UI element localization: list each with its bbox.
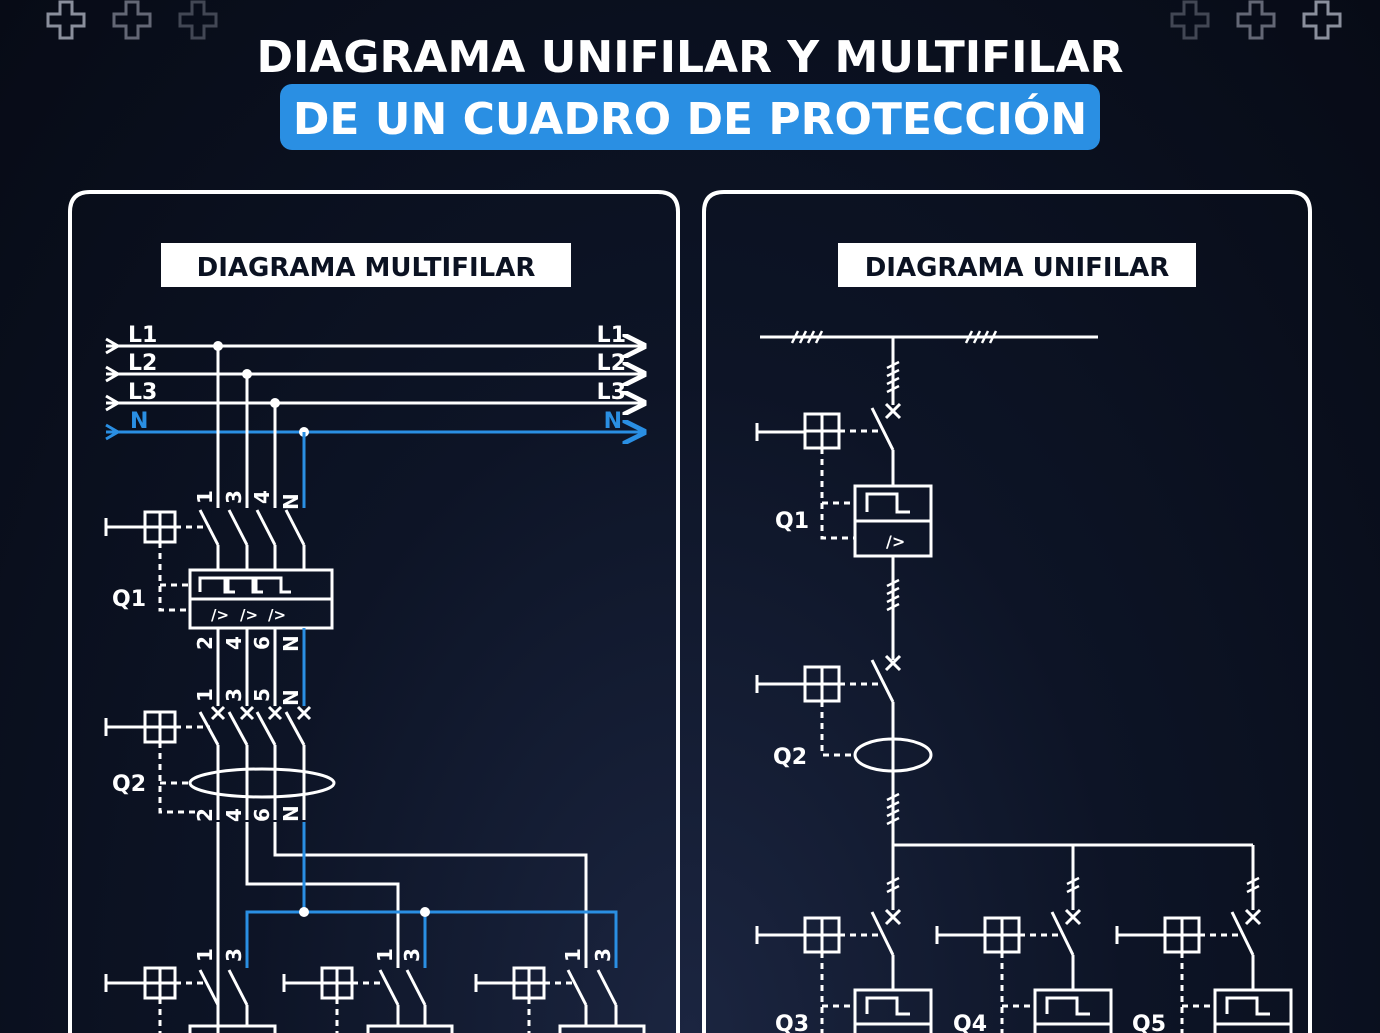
q1-bottom-terminals: 2 4 6 N	[193, 635, 303, 652]
plus-cross-decoration-left	[46, 0, 218, 40]
multifilar-title: DIAGRAMA MULTIFILAR	[197, 253, 536, 283]
q2-label: Q2	[112, 772, 146, 797]
bus-label-l2: L2	[128, 351, 157, 376]
bus-label-l3: L3	[128, 380, 157, 405]
q2-switch-blades	[198, 705, 312, 820]
bus-labels-right: L1 L2 L3 N	[597, 323, 626, 434]
q2-toroid	[188, 767, 336, 799]
q1-bottom-terminal: 2	[193, 636, 217, 650]
u-q4-label: Q4	[953, 1012, 987, 1033]
q1-bottom-terminal: 6	[250, 636, 274, 650]
svg-text:/>: />	[886, 532, 905, 551]
svg-text:1: 1	[373, 948, 397, 962]
u-q3-label: Q3	[775, 1012, 809, 1033]
plus-cross-decoration-right	[1170, 0, 1342, 40]
unifilar-title-box	[838, 243, 1196, 287]
q1-bottom-terminal: 4	[222, 636, 246, 650]
u-q4: Q4	[935, 908, 1113, 1033]
q2-top-terminal: N	[279, 689, 303, 706]
bus-label-l1: L1	[128, 323, 157, 348]
branch-breaker-2: 1 3	[282, 948, 454, 1033]
multifilar-panel	[68, 190, 680, 1033]
svg-text:/>: />	[211, 606, 229, 624]
plus-cross-decoration-icon	[112, 0, 152, 40]
bus-lines	[105, 339, 644, 439]
u-q5-label: Q5	[1132, 1012, 1166, 1033]
q2-bottom-terminal: 2	[193, 808, 217, 822]
q2-bottom-terminals: 2 4 6 N	[193, 805, 303, 822]
unifilar-panel	[702, 190, 1312, 1033]
u-q3: Q3	[755, 908, 933, 1033]
svg-text:1: 1	[193, 948, 217, 962]
q2-top-terminal: 3	[222, 688, 246, 702]
q1-top-terminal: 1	[193, 490, 217, 504]
q2-bottom-terminal: 6	[250, 808, 274, 822]
q2-top-terminal: 1	[193, 688, 217, 702]
title-highlight-box	[280, 84, 1100, 150]
q1-top-terminals: 1 3 4 N	[193, 490, 303, 510]
q1-top-terminal: 3	[222, 490, 246, 504]
multifilar-diagram: L1 L2 L3 N L1 L2 L3 N 1 3 4 N	[104, 323, 646, 1033]
bus-label-l2-right: L2	[597, 351, 626, 376]
branch-breaker-1: 1 3	[104, 948, 277, 1033]
plus-cross-decoration-icon	[1236, 0, 1276, 40]
svg-text:3: 3	[222, 948, 246, 962]
svg-text:/>: />	[240, 606, 258, 624]
u-q5: Q5	[1115, 908, 1293, 1033]
page-title-line1: DIAGRAMA UNIFILAR Y MULTIFILAR	[256, 32, 1123, 83]
svg-text:3: 3	[591, 948, 615, 962]
plus-cross-decoration-icon	[178, 0, 218, 40]
plus-cross-decoration-icon	[1170, 0, 1210, 40]
unifilar-title: DIAGRAMA UNIFILAR	[865, 253, 1170, 283]
u-q2-label: Q2	[773, 745, 807, 770]
unifilar-diagram: /> Q1 Q2	[755, 330, 1293, 1033]
distribution-wiring	[216, 822, 618, 1033]
svg-text:/>: />	[268, 606, 286, 624]
plus-cross-decoration-icon	[1302, 0, 1342, 40]
q1-top-terminal: N	[279, 493, 303, 510]
q2-bottom-terminal: 4	[222, 808, 246, 822]
q1-label: Q1	[112, 587, 146, 612]
svg-text:3: 3	[400, 948, 424, 962]
bus-label-n-right: N	[604, 409, 622, 434]
svg-text:1: 1	[561, 948, 585, 962]
q1-top-terminal: 4	[250, 490, 274, 504]
bus-tick-marks	[790, 330, 998, 344]
bus-label-l1-right: L1	[597, 323, 626, 348]
bus-label-l3-right: L3	[597, 380, 626, 405]
q2-top-terminals: 1 3 5 N	[193, 688, 303, 706]
u-q2-toroid	[853, 737, 933, 773]
q1-switch-blades	[198, 509, 306, 570]
branch-breaker-3: 1 3	[474, 948, 646, 1033]
page-title-line2: DE UN CUADRO DE PROTECCIÓN	[293, 92, 1087, 145]
q1-bottom-terminal: N	[279, 635, 303, 652]
bus-labels-left: L1 L2 L3 N	[128, 323, 157, 434]
u-q1-label: Q1	[775, 509, 809, 534]
bus-label-n: N	[130, 409, 148, 434]
plus-cross-decoration-icon	[46, 0, 86, 40]
q2-bottom-terminal: N	[279, 805, 303, 822]
multifilar-title-box	[161, 243, 571, 287]
q2-top-terminal: 5	[250, 688, 274, 702]
